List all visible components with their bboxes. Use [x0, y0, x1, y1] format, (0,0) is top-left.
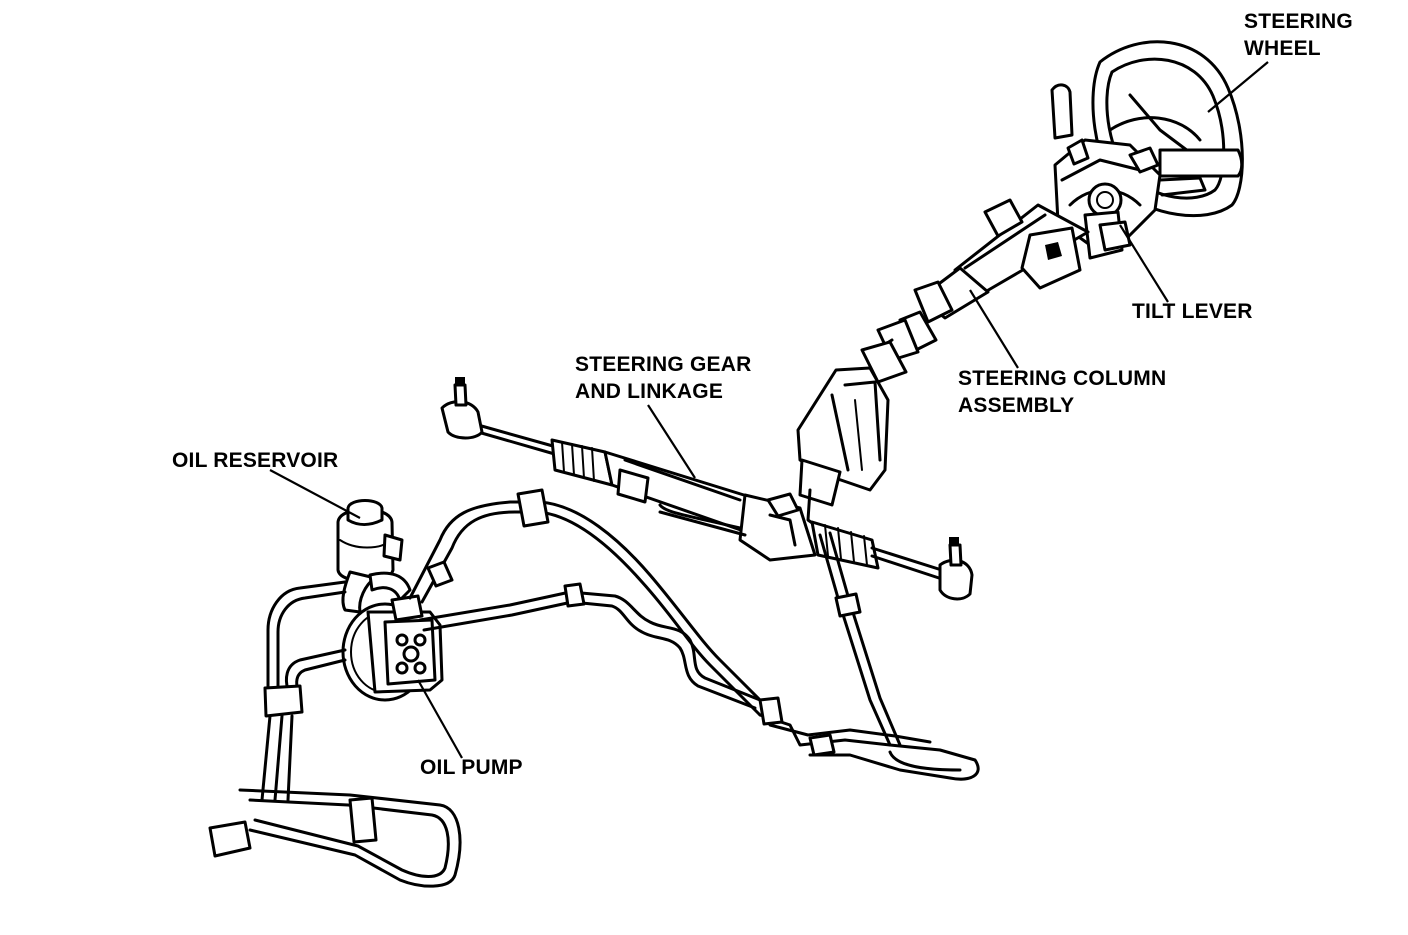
label-steering-column-line1: STEERING COLUMN: [958, 367, 1167, 390]
steering-boot: [796, 366, 890, 532]
label-steering-wheel: STEERING WHEEL: [1244, 8, 1353, 62]
power-steering-lines: [208, 488, 980, 888]
oil-reservoir: [336, 499, 412, 614]
steering-column: [860, 198, 1090, 384]
leader-lines: [269, 61, 1269, 759]
label-steering-gear-line1: STEERING GEAR: [575, 353, 752, 376]
steering-gear-rack: [440, 377, 974, 601]
label-steering-gear-line2: AND LINKAGE: [575, 380, 724, 403]
column-switch-housing: [1053, 138, 1207, 260]
label-tilt-lever: TILT LEVER: [1132, 298, 1253, 325]
label-steering-gear: STEERING GEAR AND LINKAGE: [575, 351, 751, 405]
label-oil-reservoir-text: OIL RESERVOIR: [172, 449, 339, 472]
label-steering-column: STEERING COLUMN ASSEMBLY: [958, 365, 1166, 419]
label-steering-column-line2: ASSEMBLY: [958, 394, 1075, 417]
label-steering-wheel-line2: WHEEL: [1244, 37, 1321, 60]
label-tilt-lever-text: TILT LEVER: [1132, 300, 1253, 323]
label-steering-wheel-line1: STEERING: [1244, 10, 1353, 33]
label-oil-pump-text: OIL PUMP: [420, 756, 523, 779]
oil-pump: [341, 594, 444, 702]
label-oil-pump: OIL PUMP: [420, 754, 523, 781]
label-oil-reservoir: OIL RESERVOIR: [172, 447, 338, 474]
